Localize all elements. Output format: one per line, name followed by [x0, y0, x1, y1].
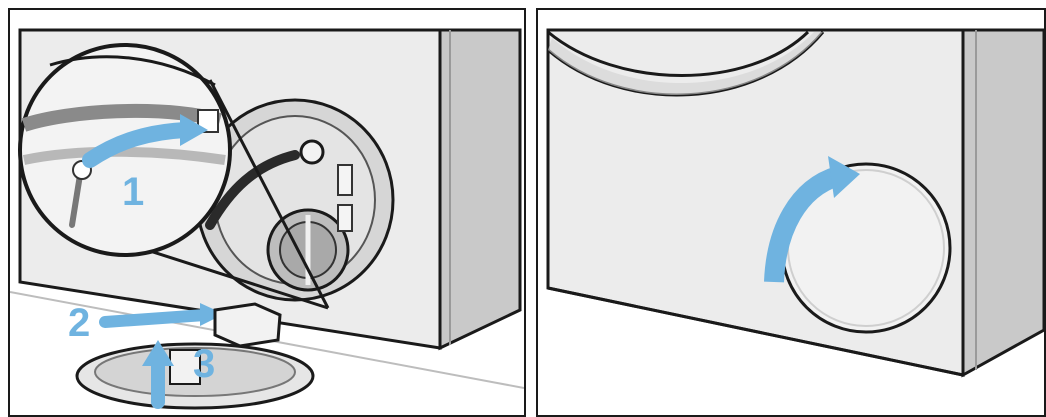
- left-illustration-panel: 1 2 3: [8, 8, 526, 417]
- step-1-number: 1: [122, 170, 144, 214]
- step-2-number: 2: [68, 301, 90, 345]
- flap-removal-diagram: 1 2 3: [10, 10, 524, 415]
- right-illustration-panel: [536, 8, 1046, 417]
- cover-rotation-diagram: [538, 10, 1044, 415]
- step-3-number: 3: [193, 342, 215, 386]
- step-2-arrow: [105, 315, 205, 322]
- machine-side: [440, 30, 520, 348]
